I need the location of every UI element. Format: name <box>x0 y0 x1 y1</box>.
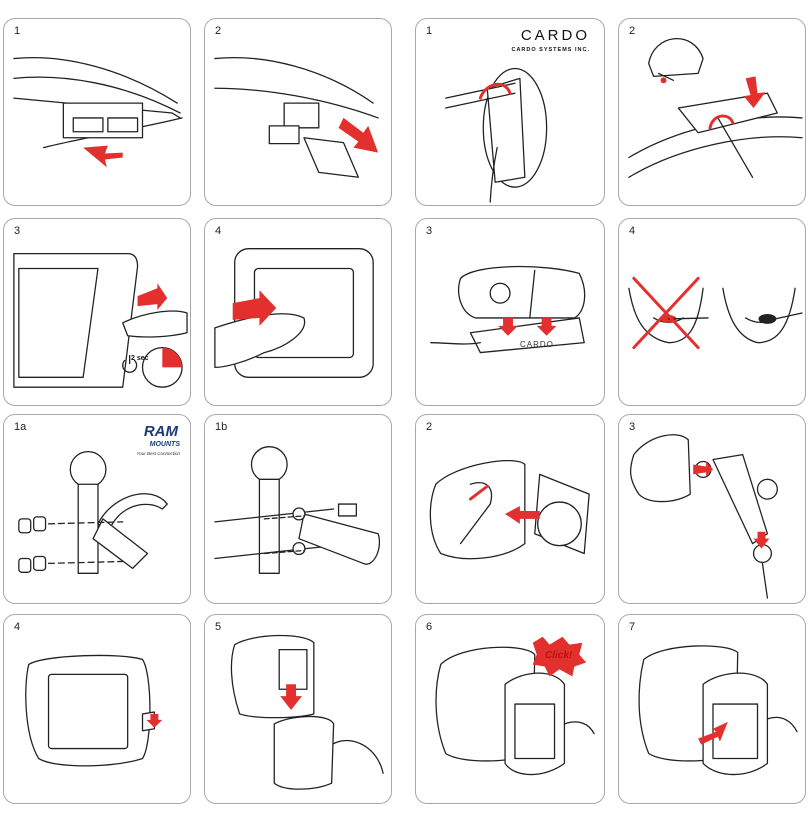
panel-step-2-attach-ball: 2 <box>415 414 605 604</box>
arrow-icon <box>505 506 540 524</box>
screen-press-illustration <box>214 248 374 378</box>
arrow-icon <box>83 145 123 168</box>
step-number: 3 <box>14 225 21 237</box>
click-callout: Click! <box>545 650 573 661</box>
step-number: 4 <box>14 621 21 633</box>
step-number: 6 <box>426 621 433 633</box>
arrow-icon <box>698 721 728 745</box>
step-number: 2 <box>426 421 433 433</box>
power-button-illustration <box>13 252 188 388</box>
cross-icon <box>632 276 700 350</box>
panel-step-3-arm-assembly: 3 <box>618 414 806 604</box>
panel-step-1-gps-mount: 1 <box>3 18 191 206</box>
ram-logo-subtitle: MOUNTS <box>149 441 180 448</box>
panel-step-3-power-on: 3 2 sec <box>3 218 191 406</box>
step-number: 5 <box>215 621 222 633</box>
step-number: 3 <box>426 225 433 237</box>
panel-step-5-slide-case: 5 <box>204 614 392 804</box>
step-number: 1a <box>14 421 27 433</box>
step-number: 7 <box>629 621 636 633</box>
click-lock-illustration <box>435 636 595 776</box>
slide-case-illustration <box>230 634 384 790</box>
arrow-icon <box>693 461 713 477</box>
panel-step-1a-ram-clamp: 1a RAM MOUNTS Your Best Connection <box>3 414 191 604</box>
step-number: 1 <box>426 25 433 37</box>
step-number: 3 <box>629 421 636 433</box>
ram-clamp-illustration <box>18 450 168 574</box>
step-number: 4 <box>215 225 222 237</box>
panel-step-4-mic-position: 4 <box>618 218 806 406</box>
panel-step-6-click-lock: 6 Click! <box>415 614 605 804</box>
arrow-icon <box>280 684 302 710</box>
case-back-illustration <box>25 654 163 767</box>
panel-step-4-case-back: 4 <box>3 614 191 804</box>
mount-clip-release-illustration <box>13 57 183 168</box>
arrow-icon <box>232 290 277 326</box>
burst-icon <box>532 636 587 677</box>
device-label: CARDO <box>520 340 554 349</box>
helmet-mount-illustration <box>628 37 803 178</box>
power-icon <box>122 354 138 373</box>
cardo-logo: CARDO <box>520 27 590 44</box>
mic-position-illustration <box>628 276 803 350</box>
insert-plate-illustration <box>214 57 379 178</box>
ram-bolts-illustration <box>214 446 380 574</box>
arrow-icon <box>753 531 770 549</box>
headset-clamp-illustration <box>445 67 548 203</box>
arrow-icon <box>137 283 168 311</box>
panel-step-1-headset-clamp: 1 CARDO CARDO SYSTEMS INC. <box>415 18 605 206</box>
step-number: 1b <box>215 421 228 433</box>
panel-step-2-helmet-mount: 2 <box>618 18 806 206</box>
headset-connect-illustration <box>430 265 586 354</box>
step-number: 1 <box>14 25 21 37</box>
step-number: 4 <box>629 225 636 237</box>
ram-logo: RAM <box>143 423 178 440</box>
attach-ball-illustration <box>429 459 590 560</box>
panel-step-7-secure-strap: 7 <box>618 614 806 804</box>
panel-step-3-cable-connect: 3 CARDO <box>415 218 605 406</box>
panel-step-1b-ram-bolts: 1b <box>204 414 392 604</box>
panel-step-2-insert-plate: 2 <box>204 18 392 206</box>
ram-tagline: Your Best Connection <box>136 451 180 456</box>
rotate-arrow-icon <box>478 82 512 100</box>
step-number: 2 <box>215 25 222 37</box>
arrow-icon <box>743 76 766 109</box>
cardo-logo-subtitle: CARDO SYSTEMS INC. <box>511 47 590 53</box>
timer-label: 2 sec <box>131 355 149 362</box>
secure-strap-illustration <box>638 645 798 776</box>
arm-assembly-illustration <box>629 434 778 599</box>
panel-step-4-screen-press: 4 <box>204 218 392 406</box>
arrow-icon <box>338 117 379 153</box>
step-number: 2 <box>629 25 636 37</box>
rotate-arrow-icon <box>708 114 735 130</box>
